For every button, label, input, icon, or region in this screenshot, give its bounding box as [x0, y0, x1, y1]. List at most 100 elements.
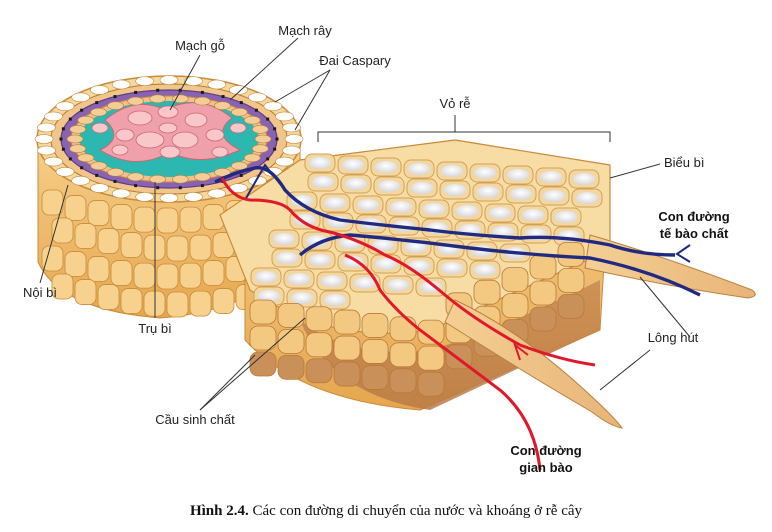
cortex-vacuole	[372, 239, 394, 251]
cortex-vacuole	[294, 214, 316, 226]
cortex-vacuole	[375, 258, 397, 270]
cortex-vacuole	[576, 192, 598, 204]
cortex-vacuole	[555, 211, 577, 223]
cortex-ring-cell	[184, 192, 203, 202]
pericycle-cell	[107, 101, 124, 110]
cortex-side-cell	[277, 328, 305, 354]
cortex-side-cell	[389, 368, 417, 394]
caspary-mark	[95, 101, 99, 105]
label-dai-caspary: Đai Caspary	[319, 53, 391, 68]
cortex-vacuole	[276, 252, 298, 264]
stele-side-cell	[110, 204, 133, 230]
xylem-cell	[127, 110, 153, 126]
xylem-cell	[115, 128, 135, 142]
cortex-ring-cell	[282, 122, 301, 133]
cortex-vacuole	[342, 159, 364, 171]
stele-side-cell	[133, 262, 156, 289]
label-cau-sinh-chat: Cầu sinh chất	[155, 412, 235, 427]
cortex-vacuole	[444, 184, 466, 196]
caspary-mark	[254, 108, 258, 112]
caspary-mark	[61, 127, 65, 131]
cortex-ring-cell	[44, 156, 63, 167]
cortex-ring-cell	[207, 79, 227, 90]
caspary-mark	[273, 147, 277, 151]
stele-side-cell	[97, 228, 120, 254]
cortex-side-cell	[417, 319, 445, 345]
root-hair-lower	[444, 299, 624, 429]
stele-side-cell	[166, 291, 189, 318]
label-mach-ray: Mạch rây	[278, 23, 332, 38]
cortex-side-cell	[361, 339, 389, 364]
caspary-mark	[200, 90, 204, 94]
caspary-mark	[239, 173, 243, 177]
cortex-ring-cell	[111, 188, 131, 199]
cortex-ring-cell	[248, 175, 267, 186]
caspary-mark	[95, 173, 99, 177]
stele-side-cell	[74, 279, 97, 305]
caspary-mark	[59, 137, 63, 141]
cortex-ring-cell	[135, 192, 154, 202]
apoplast-pathway	[220, 177, 596, 471]
pericycle-cell	[254, 134, 272, 144]
cortex-vacuole	[291, 195, 313, 207]
cortex-side-cell	[277, 302, 305, 328]
cortex-vacuole	[522, 209, 544, 221]
cortex-side-cell	[501, 293, 529, 319]
cortex-ring-cell	[37, 122, 56, 133]
cortex-vacuole	[378, 180, 400, 192]
xylem-cell	[159, 145, 181, 159]
label-noi-bi: Nội bì	[23, 285, 57, 300]
leader-lines	[39, 37, 691, 411]
cortex-vacuole	[288, 273, 310, 285]
caspary-mark	[266, 157, 270, 161]
cortex-vacuole	[474, 167, 496, 179]
stele-side-cell	[120, 288, 143, 314]
cortex-vacuole	[411, 182, 433, 194]
cortex-vacuole	[420, 281, 442, 293]
cortex-ring-cell	[90, 183, 109, 193]
stele-side-cell	[97, 284, 120, 310]
stele-side-cell	[166, 235, 189, 262]
cortex-ring-cell	[55, 101, 75, 112]
xylem-cell	[171, 131, 199, 149]
cortex-side-cell	[389, 316, 417, 342]
cortex-ring-cell	[90, 85, 109, 95]
stele-side-cell	[41, 189, 64, 216]
cortex-block	[219, 139, 611, 411]
cortex-vacuole	[309, 157, 331, 169]
label-long-hut: Lông hút	[648, 330, 699, 345]
cortex-vacuole	[408, 163, 430, 175]
cortex-side-cell	[249, 299, 277, 325]
caspary-mark	[61, 147, 65, 151]
cortex-vacuole	[375, 161, 397, 173]
cortex-side-cell	[529, 254, 557, 280]
stele-side-cell	[133, 206, 156, 233]
stele-side-cell	[179, 206, 202, 233]
xylem-cell	[158, 122, 178, 134]
pericycle-cell	[149, 94, 166, 104]
cortex-ring-cell	[44, 111, 63, 122]
xylem-cell	[205, 128, 225, 142]
cortex-vacuole	[387, 279, 409, 291]
cortex-ring-cell	[111, 79, 131, 90]
pericycle-cell	[231, 161, 248, 171]
pericycle-cell	[251, 144, 269, 153]
pericycle-cell	[172, 174, 189, 184]
caspary-mark	[68, 117, 72, 121]
cortex-ring-cell	[159, 75, 179, 85]
cortex-ring-cell	[71, 175, 90, 186]
cortex-ring-cell	[159, 193, 179, 203]
cortex-vacuole	[258, 290, 280, 302]
cortex-vacuole	[441, 262, 463, 274]
label-vo-re: Vỏ rễ	[439, 96, 470, 111]
cortex-side-cell	[529, 306, 557, 332]
pericycle-cell	[194, 172, 211, 182]
cortex-ring-cell	[284, 134, 304, 144]
cortex-ring-cell	[135, 76, 154, 86]
xylem-cell	[135, 131, 165, 149]
pericycle-cell	[66, 134, 84, 144]
cortex-vacuole	[306, 235, 328, 247]
cortex-ring-cell	[275, 156, 294, 167]
cortex-side-cell	[333, 361, 361, 387]
caspary-mark	[266, 117, 270, 121]
